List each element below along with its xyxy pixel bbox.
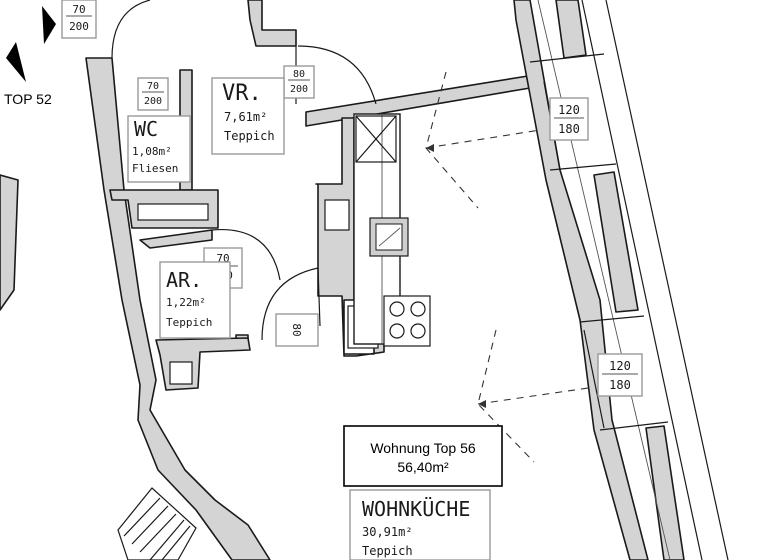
room-label-ar: AR. 1,22m² Teppich (159, 261, 231, 339)
svg-text:Teppich: Teppich (224, 129, 275, 143)
wall-shelf (137, 203, 209, 221)
svg-text:WC: WC (134, 117, 158, 141)
window-label-2: 120 180 (597, 353, 643, 397)
sep-4 (599, 421, 669, 431)
door-swing-top (111, 0, 151, 59)
shaft (169, 361, 193, 385)
wall-left-main (85, 57, 271, 560)
pier-2 (593, 171, 639, 313)
svg-text:Fliesen: Fliesen (132, 162, 178, 175)
door-swings (111, 0, 589, 463)
svg-text:1,08m²: 1,08m² (132, 145, 172, 158)
door-label-bath: 80 (275, 313, 319, 347)
arrow-2 (478, 400, 486, 408)
kitchen (353, 113, 431, 347)
window-2-frame (583, 329, 605, 429)
pier-3 (645, 425, 685, 560)
pier-1 (555, 0, 587, 59)
svg-text:7,61m²: 7,61m² (224, 110, 267, 124)
svg-text:200: 200 (144, 96, 162, 107)
svg-text:Teppich: Teppich (362, 544, 413, 558)
sink-drain (378, 227, 401, 247)
burner-3 (389, 323, 405, 339)
svg-text:120: 120 (558, 103, 580, 117)
room-label-wc: WC 1,08m² Fliesen (127, 115, 191, 183)
facade-line-2 (605, 0, 729, 560)
burner-1 (389, 301, 405, 317)
sep-2 (549, 163, 617, 171)
room-label-wohnkueche: WOHNKÜCHE 30,91m² Teppich (349, 489, 491, 560)
svg-text:200: 200 (290, 84, 308, 95)
fridge-x2 (355, 115, 397, 163)
svg-text:1,22m²: 1,22m² (166, 296, 206, 309)
unit-area: 56,40m² (397, 459, 449, 475)
svg-text:Teppich: Teppich (166, 316, 212, 329)
arrow-top52-icon (6, 42, 26, 82)
window-label-1: 120 180 (549, 97, 589, 141)
door-label-wc: 70 200 (137, 77, 169, 111)
svg-text:120: 120 (609, 359, 631, 373)
neighbor-label: TOP 52 (4, 91, 52, 107)
unit-title-box: Wohnung Top 56 56,40m² (343, 425, 503, 487)
door-label-vr: 80 200 (283, 65, 315, 99)
svg-text:200: 200 (69, 20, 89, 33)
window-swing-2-axis (477, 387, 589, 405)
wall-left-fragment (0, 174, 19, 311)
svg-text:80: 80 (290, 323, 303, 336)
svg-text:AR.: AR. (166, 268, 202, 292)
wall-niche-1 (324, 199, 350, 231)
svg-text:WOHNKÜCHE: WOHNKÜCHE (362, 497, 470, 521)
svg-text:VR.: VR. (222, 81, 262, 106)
arrow-top-icon (42, 6, 56, 44)
sep-1 (529, 53, 605, 63)
svg-text:70: 70 (72, 3, 85, 16)
svg-text:30,91m²: 30,91m² (362, 525, 413, 539)
door-leaf-bath (317, 267, 321, 327)
wall-corridor (305, 75, 531, 127)
svg-text:180: 180 (609, 378, 631, 392)
burner-2 (410, 301, 426, 317)
burner-4 (410, 323, 426, 339)
door-swing-bath (261, 267, 319, 341)
svg-text:180: 180 (558, 122, 580, 136)
door-label-top: 70 200 (61, 0, 97, 39)
door-swing-vr (297, 45, 377, 105)
door-swing-ar (211, 228, 281, 281)
facade-line-3 (537, 0, 671, 560)
facade-line-1 (581, 0, 703, 560)
room-label-vr: VR. 7,61m² Teppich (211, 77, 285, 155)
stairs (117, 487, 197, 560)
arrow-1 (426, 144, 434, 152)
svg-text:80: 80 (293, 69, 305, 80)
wall-ar-top (139, 229, 213, 249)
sep-3 (579, 315, 645, 323)
unit-title: Wohnung Top 56 (370, 440, 476, 456)
wall-vr-top (247, 0, 297, 47)
fridge (355, 115, 397, 163)
window-swing-1-axis (425, 129, 541, 149)
svg-text:70: 70 (147, 81, 159, 92)
